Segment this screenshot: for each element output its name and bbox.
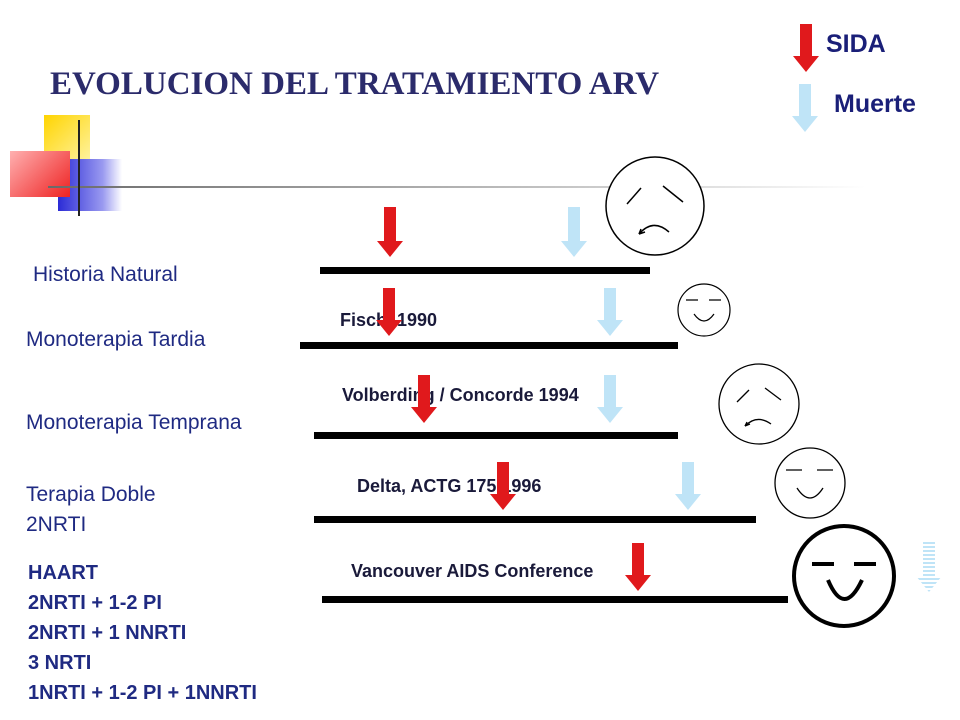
study-label-volberding: Volberding / Concorde 1994: [342, 385, 579, 405]
haart-line: 1NRTI + 1-2 PI + 1NNRTI: [28, 682, 257, 704]
muerte-arrow-icon: [675, 462, 701, 510]
decorative-squares: [10, 115, 130, 215]
header-rule: [48, 186, 866, 188]
row-label-monoterapia-temprana: Monoterapia Temprana: [26, 411, 242, 434]
sad-face-icon: [718, 363, 800, 445]
row-label-terapia-doble: Terapia Doble: [26, 483, 156, 506]
timeline-terapia-doble: [314, 516, 756, 523]
row-label-2nrti: 2NRTI: [26, 513, 87, 536]
sida-arrow-icon: [411, 375, 437, 423]
row-label-monoterapia-tardia: Monoterapia Tardia: [26, 328, 206, 351]
row-label-historia-natural: Historia Natural: [33, 263, 178, 286]
timeline-monoterapia-tardia: [300, 342, 678, 349]
haart-heading: HAART: [28, 562, 98, 584]
sad-face-icon: [605, 156, 705, 256]
timeline-monoterapia-temprana: [314, 432, 678, 439]
muerte-arrow-icon: [792, 84, 818, 132]
sida-arrow-icon: [376, 288, 402, 336]
neutral-face-icon: [677, 283, 731, 337]
legend-muerte-label: Muerte: [834, 90, 916, 118]
haart-line: 3 NRTI: [28, 652, 92, 674]
legend-sida-label: SIDA: [826, 30, 886, 58]
study-label-vancouver: Vancouver AIDS Conference: [351, 561, 594, 581]
sida-arrow-icon: [625, 543, 651, 591]
sida-arrow-icon: [793, 24, 819, 72]
sida-arrow-icon: [490, 462, 516, 510]
red-square: [10, 151, 70, 197]
page-title: EVOLUCION DEL TRATAMIENTO ARV: [50, 66, 660, 102]
happy-face-icon: [792, 524, 896, 628]
haart-block: HAART 2NRTI + 1-2 PI 2NRTI + 1 NNRTI 3 N…: [28, 558, 257, 708]
neutral-face-icon: [774, 447, 846, 519]
timeline-haart: [322, 596, 788, 603]
muerte-arrow-icon: [561, 207, 587, 257]
haart-line: 2NRTI + 1 NNRTI: [28, 622, 187, 644]
haart-line: 2NRTI + 1-2 PI: [28, 592, 162, 614]
timeline-historia-natural: [320, 267, 650, 274]
muerte-arrow-icon: [597, 375, 623, 423]
study-label-delta: Delta, ACTG 175 1996: [357, 476, 542, 496]
muerte-arrow-icon: [597, 288, 623, 336]
header-vertical-rule: [78, 120, 80, 216]
sida-arrow-icon: [377, 207, 403, 257]
muerte-arrow-faded-icon: [916, 542, 942, 592]
